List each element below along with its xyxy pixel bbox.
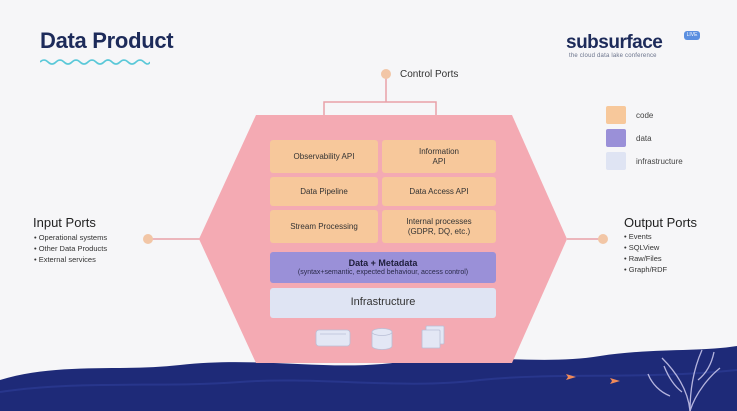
input-ports-title: Input Ports (33, 215, 96, 230)
observability-api-label: Observability API (293, 151, 355, 161)
title-underline-wave (40, 59, 150, 65)
list-item: Operational systems (34, 232, 107, 243)
data-pipeline-box: Data Pipeline (270, 177, 378, 206)
information-api-label-line1: Information (418, 146, 460, 156)
database-cylinder-icon (371, 328, 393, 350)
coral-decoration (647, 349, 721, 411)
storage-disk-icon (315, 329, 351, 347)
list-item: External services (34, 254, 107, 265)
stream-processing-label: Stream Processing (290, 221, 358, 231)
list-item: Graph/RDF (624, 264, 667, 275)
output-ports-list: Events SQLView Raw/Files Graph/RDF (624, 231, 667, 275)
list-item: Events (624, 231, 667, 242)
data-access-api-box: Data Access API (382, 177, 496, 206)
infrastructure-label: Infrastructure (350, 296, 416, 309)
logo-tagline: the cloud data lake conference (569, 53, 657, 59)
internal-processes-label-line2: (GDPR, DQ, etc.) (407, 226, 471, 236)
input-port-dot (143, 234, 153, 244)
control-ports-label: Control Ports (400, 69, 459, 80)
legend-label-data: data (636, 134, 652, 143)
stream-processing-box: Stream Processing (270, 210, 378, 243)
internal-processes-label-line1: Internal processes (406, 216, 472, 226)
fish-decoration (566, 374, 620, 384)
data-access-api-label: Data Access API (409, 186, 469, 196)
legend-swatch-data (606, 129, 626, 147)
logo-live-badge: LIVE (684, 31, 700, 40)
data-metadata-title: Data + Metadata (348, 257, 418, 268)
output-port-dot (598, 234, 608, 244)
legend-swatch-infrastructure (606, 152, 626, 170)
ocean-wave-decoration (0, 346, 737, 411)
legend-swatch-code (606, 106, 626, 124)
legend-label-infrastructure: infrastructure (636, 157, 683, 166)
data-metadata-box: Data + Metadata (syntax+semantic, expect… (270, 252, 496, 283)
data-pipeline-label: Data Pipeline (300, 186, 348, 196)
file-stack-icon (421, 325, 445, 349)
infrastructure-box: Infrastructure (270, 288, 496, 318)
internal-processes-box: Internal processes (GDPR, DQ, etc.) (382, 210, 496, 243)
list-item: Other Data Products (34, 243, 107, 254)
observability-api-box: Observability API (270, 140, 378, 173)
information-api-box: Information API (382, 140, 496, 173)
slide-title: Data Product (40, 28, 174, 53)
control-port-dot (381, 69, 391, 79)
input-ports-list: Operational systems Other Data Products … (34, 232, 107, 265)
information-api-label-line2: API (432, 156, 446, 166)
legend-label-code: code (636, 111, 654, 120)
data-metadata-subtitle: (syntax+semantic, expected behaviour, ac… (297, 268, 469, 276)
subsurface-logo: subsurface (566, 32, 663, 53)
list-item: SQLView (624, 242, 667, 253)
output-ports-title: Output Ports (624, 215, 697, 230)
list-item: Raw/Files (624, 253, 667, 264)
